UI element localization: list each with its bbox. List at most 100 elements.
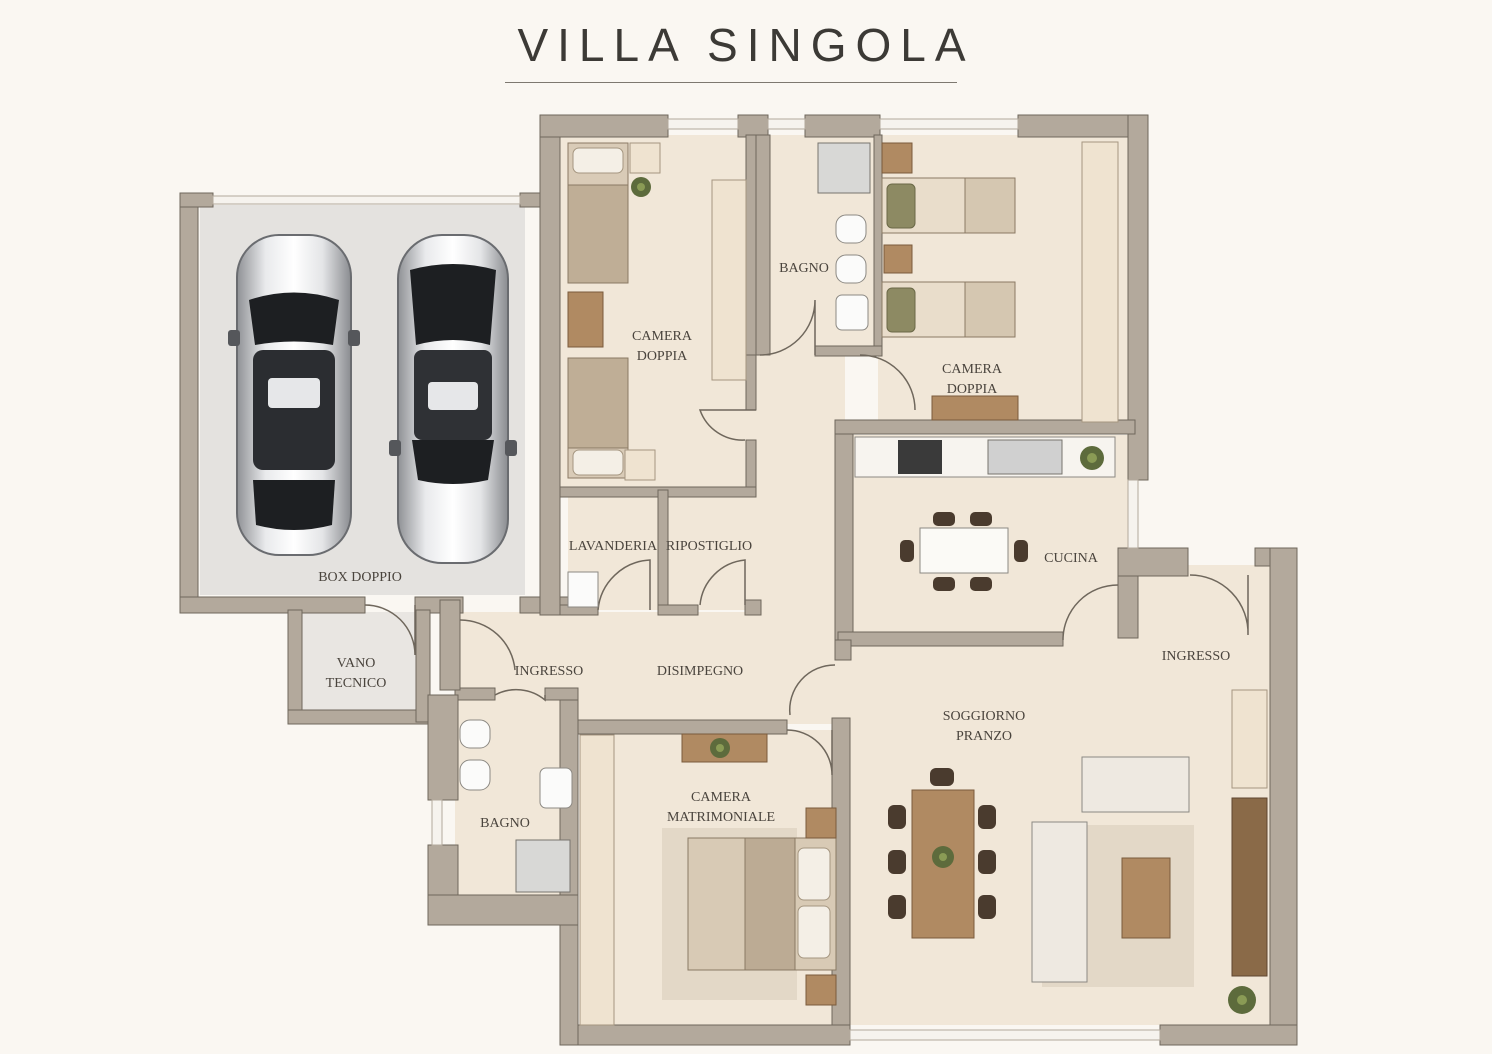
label-camera-matrimoniale: CAMERA — [691, 790, 752, 805]
label-soggiorno-pranzo: PRANZO — [956, 729, 1012, 744]
nightstand — [805, 807, 837, 839]
doors — [364, 299, 1249, 776]
nightstand — [881, 142, 913, 174]
label-ripostiglio: RIPOSTIGLIO — [666, 539, 752, 554]
door-swing — [459, 619, 516, 671]
wall — [745, 134, 757, 356]
wall — [539, 114, 561, 616]
door-swing — [786, 729, 833, 776]
label-soggiorno-pranzo: SOGGIORNO — [943, 709, 1025, 724]
wall — [837, 631, 1064, 647]
label-disimpegno: DISIMPEGNO — [657, 664, 743, 679]
chair — [978, 805, 996, 829]
bidet — [835, 214, 867, 244]
wall — [657, 604, 699, 616]
wall — [1117, 547, 1189, 577]
nightstand — [629, 142, 661, 174]
window — [431, 799, 443, 846]
wall — [539, 114, 669, 138]
bidet — [459, 719, 491, 749]
chair — [978, 850, 996, 874]
single-bed — [567, 357, 629, 479]
window — [879, 118, 1019, 130]
wall — [814, 345, 883, 357]
chair — [933, 512, 955, 526]
window — [667, 118, 739, 130]
label-camera-doppia-1: DOPPIA — [637, 349, 688, 364]
door-swing — [597, 559, 651, 611]
label-bagno-1: BAGNO — [779, 261, 829, 276]
car-left — [228, 234, 360, 556]
wall — [804, 114, 881, 138]
wall — [287, 709, 431, 725]
vano-tecnico-floor — [290, 612, 418, 710]
wall — [745, 354, 757, 411]
sofa — [1081, 756, 1190, 813]
dining-chairs — [888, 768, 996, 919]
wall — [415, 609, 431, 723]
label-bagno-2: BAGNO — [480, 816, 530, 831]
chair — [930, 768, 954, 786]
label-camera-doppia-1: CAMERA — [632, 329, 693, 344]
kitchen-chairs — [900, 512, 1028, 591]
chair — [970, 577, 992, 591]
chair — [888, 805, 906, 829]
nightstand — [624, 449, 656, 481]
chair — [888, 850, 906, 874]
wall — [737, 114, 769, 138]
wall — [179, 192, 214, 208]
wall — [561, 719, 788, 735]
car-right — [389, 234, 517, 564]
wall — [755, 134, 771, 356]
title-underline — [505, 82, 957, 83]
plant-icon — [1228, 986, 1256, 1014]
window — [1127, 479, 1139, 549]
kitchen-counter — [854, 436, 1116, 478]
door-swing — [699, 559, 746, 606]
plant-icon — [710, 738, 730, 758]
wall — [427, 894, 579, 926]
label-box-doppio: BOX DOPPIO — [318, 570, 402, 585]
chair — [978, 895, 996, 919]
single-bed — [881, 177, 1016, 234]
chair — [900, 540, 914, 562]
wall — [544, 687, 579, 701]
wall — [873, 134, 883, 351]
label-cucina: CUCINA — [1044, 551, 1099, 566]
door-swing — [364, 604, 416, 656]
coffee-table — [1121, 857, 1171, 939]
shower — [817, 142, 871, 194]
kitchen-sink — [987, 439, 1063, 475]
door-swing — [859, 354, 916, 411]
wall — [1269, 547, 1298, 1044]
chair — [888, 895, 906, 919]
single-bed — [881, 281, 1016, 338]
door-swing — [759, 299, 816, 356]
window — [212, 195, 521, 205]
label-camera-matrimoniale: MATRIMONIALE — [667, 810, 775, 825]
wall — [439, 599, 461, 691]
toilet — [459, 759, 491, 791]
label-vano-tecnico: VANO — [337, 656, 376, 671]
plant-icon — [932, 846, 954, 868]
door-swing — [698, 409, 756, 441]
door-swing — [788, 664, 836, 716]
label-ingresso-2: INGRESSO — [1162, 649, 1230, 664]
label-vano-tecnico: TECNICO — [326, 676, 387, 691]
plant-icon — [631, 177, 651, 197]
nightstand — [805, 974, 837, 1006]
desk — [567, 291, 604, 348]
single-bed — [567, 142, 629, 284]
label-camera-doppia-2: DOPPIA — [947, 382, 998, 397]
wall — [559, 1024, 851, 1046]
sofa — [1031, 821, 1088, 983]
wardrobe — [711, 179, 747, 381]
label-camera-doppia-2: CAMERA — [942, 362, 1003, 377]
wall — [834, 419, 854, 641]
page-title: VILLA SINGOLA — [517, 19, 975, 71]
label-lavanderia: LAVANDERIA — [569, 539, 658, 554]
shoe-cabinet — [1231, 689, 1268, 789]
wall — [1159, 1024, 1298, 1046]
chair — [1014, 540, 1028, 562]
